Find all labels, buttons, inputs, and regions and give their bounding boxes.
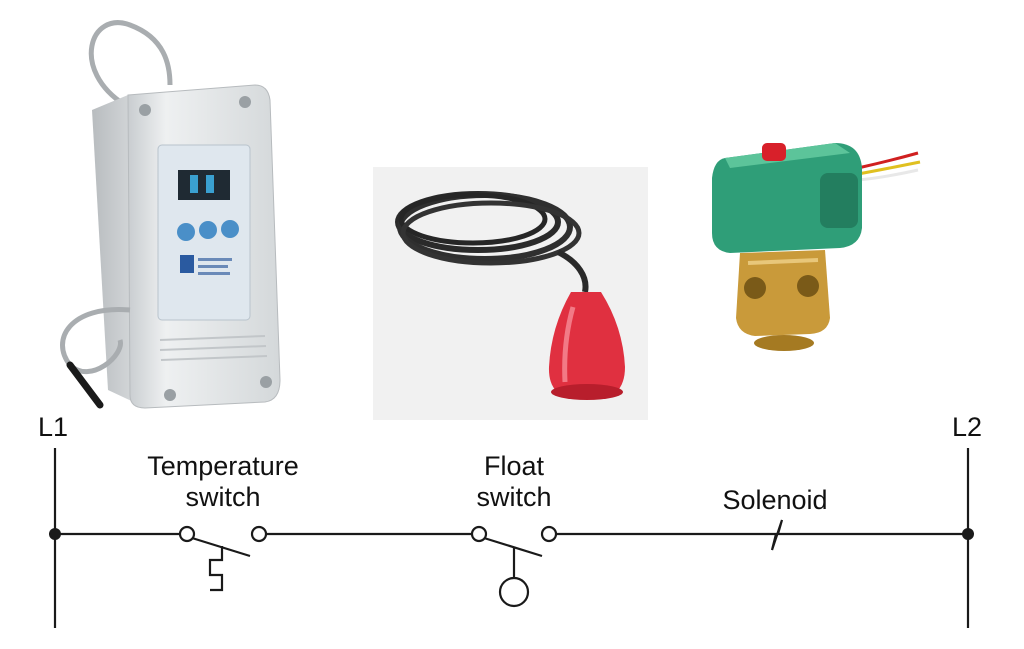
temperature-switch-label: Temperature switch [132,451,314,513]
rail-label-l2: L2 [952,412,983,442]
node-dot-l2 [962,528,974,540]
float-switch-icon [373,167,648,420]
temperature-switch-label-line2: switch [185,482,261,512]
solenoid-label: Solenoid [722,485,828,515]
temperature-switch-symbol [178,525,268,592]
float-switch-label-line1: Float [483,451,545,481]
temperature-switch-label-line1: Temperature [147,451,299,481]
float-switch-label: Float switch [455,451,573,513]
rail-label-l1: L1 [38,412,69,442]
temperature-controller-icon [60,20,281,409]
solenoid-valve-icon [712,143,921,351]
float-switch-label-line2: switch [476,482,552,512]
node-dot-l1 [49,528,61,540]
solenoid-symbol [770,519,786,551]
float-switch-symbol [470,525,558,608]
